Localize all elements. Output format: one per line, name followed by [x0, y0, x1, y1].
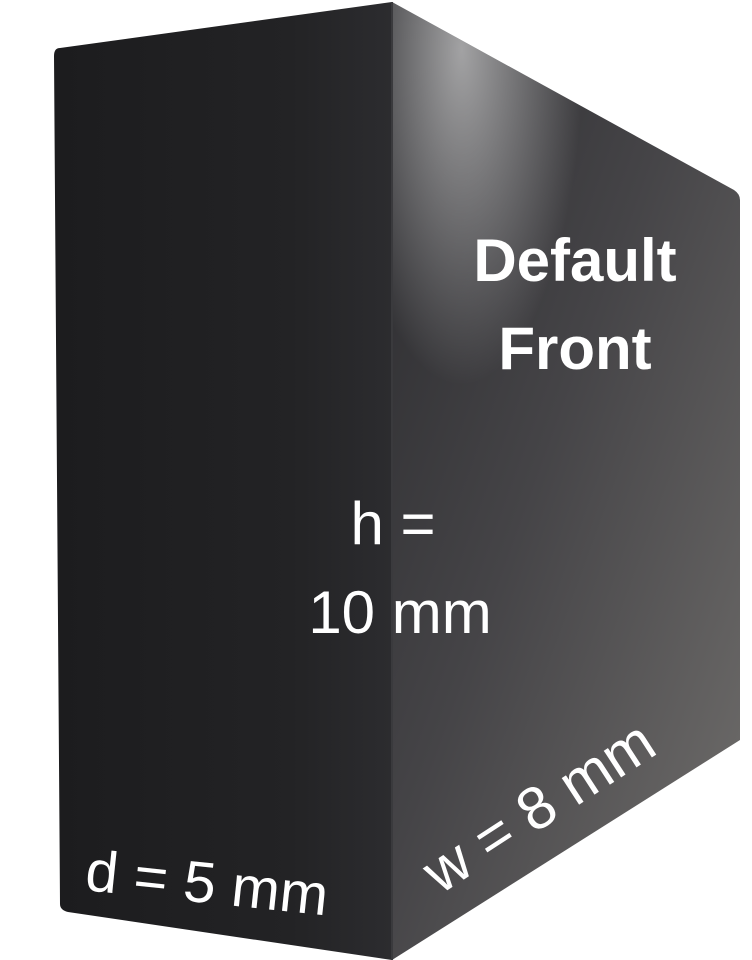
height-label-line1: h =	[350, 490, 435, 557]
box-front-face-highlight	[392, 2, 740, 960]
height-label-line2: 10 mm	[308, 579, 491, 646]
box-side-face	[54, 2, 392, 960]
face-label-line1: Default	[473, 227, 676, 294]
face-label-line2: Front	[498, 315, 651, 382]
